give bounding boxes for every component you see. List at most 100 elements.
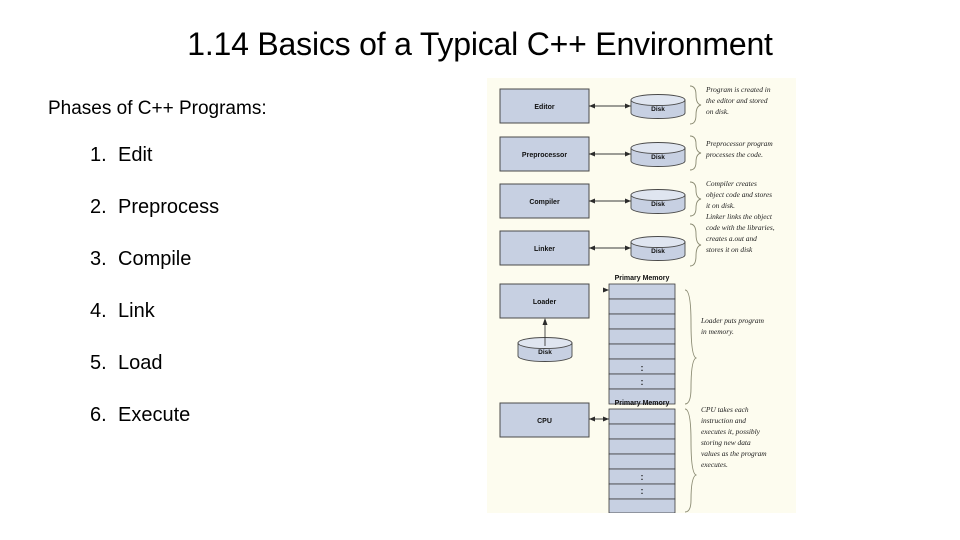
annotation-line: creates a.out and — [706, 234, 757, 243]
arrow-head-left-icon — [589, 103, 595, 109]
annotation-line: the editor and stored — [706, 96, 768, 105]
memory-cell — [608, 438, 676, 455]
stage-cpu: CPU Primary Memory : : CPU takes each in… — [499, 400, 767, 513]
preprocessor-box-label: Preprocessor — [522, 152, 567, 159]
brace-icon — [689, 223, 702, 267]
primary-memory-title: Primary Memory — [615, 400, 670, 407]
editor-box — [499, 88, 590, 124]
arrow-head-left-icon — [589, 151, 595, 157]
memory-ellipsis: : — [641, 472, 644, 482]
list-item: 4. Link — [48, 299, 448, 323]
annotation-line: instruction and — [701, 416, 746, 425]
disk-label: Disk — [651, 248, 665, 255]
annotation-line: Loader puts program — [700, 316, 765, 325]
annotation-line: storing new data — [701, 438, 751, 447]
memory-cell — [608, 313, 676, 330]
preprocessor-box — [499, 136, 590, 172]
annotation-line: object code and stores — [706, 190, 772, 199]
disk-icon: Disk — [630, 142, 686, 167]
disk-icon: Disk — [630, 236, 686, 261]
phase-list: 1. Edit 2. Preprocess 3. Compile 4. Link… — [48, 143, 448, 427]
list-item-label: Link — [118, 299, 155, 322]
annotation-line: CPU takes each — [701, 405, 749, 414]
list-item-label: Execute — [118, 403, 191, 426]
memory-cell — [608, 298, 676, 315]
linker-box — [499, 230, 590, 266]
cpu-box — [499, 402, 590, 438]
compiler-box-label: Compiler — [529, 199, 560, 206]
list-item: 2. Preprocess — [48, 195, 448, 219]
memory-ellipsis: : — [641, 486, 644, 496]
primary-memory-grid: : : — [608, 408, 676, 513]
phases-heading: Phases of C++ Programs: — [48, 98, 267, 119]
arrow-head-left-icon — [589, 198, 595, 204]
annotation-line: in memory. — [701, 327, 734, 336]
annotation-line: executes it, possibly — [701, 427, 761, 436]
annotation-line: on disk. — [706, 107, 729, 116]
arrow-head-left-icon — [589, 245, 595, 251]
brace-icon — [689, 135, 702, 171]
brace-icon — [684, 408, 698, 513]
disk-label: Disk — [651, 201, 665, 208]
annotation-line: Preprocessor program — [705, 139, 773, 148]
annotation-line: executes. — [701, 460, 728, 469]
primary-memory-grid: : : — [608, 283, 676, 405]
annotation-line: it on disk. — [706, 201, 735, 210]
annotation-line: Linker links the object — [705, 212, 773, 221]
memory-cell — [608, 388, 676, 405]
stage-linker: Linker Disk Linker links the object code… — [499, 212, 775, 267]
arrow-head-left-icon — [603, 287, 609, 293]
arrow-head-right-icon — [625, 103, 631, 109]
primary-memory-title: Primary Memory — [615, 275, 670, 282]
list-item-number: 5. — [90, 351, 107, 374]
phases-text-column: Phases of C++ Programs: 1. Edit 2. Prepr… — [48, 98, 448, 455]
arrow-head-up-icon — [542, 318, 548, 325]
list-item-number: 4. — [90, 299, 107, 322]
list-item-label: Compile — [118, 247, 192, 270]
brace-icon — [689, 85, 702, 125]
brace-icon — [684, 289, 698, 405]
arrow-head-left-icon — [589, 416, 595, 422]
cpp-environment-diagram: Editor Disk Program is created in the ed… — [487, 78, 796, 513]
disk-icon: Disk — [630, 94, 686, 119]
stage-loader: Loader Disk Primary Memory : — [499, 275, 765, 405]
arrow-head-right-icon — [625, 245, 631, 251]
list-item-label: Load — [118, 351, 163, 374]
memory-cell — [608, 283, 676, 300]
compiler-box — [499, 183, 590, 219]
stage-preprocessor: Preprocessor Disk Preprocessor program p… — [499, 135, 773, 172]
memory-cell — [608, 453, 676, 470]
list-item-number: 2. — [90, 195, 107, 218]
linker-box-label: Linker — [534, 246, 555, 253]
arrow-head-right-icon — [625, 198, 631, 204]
editor-box-label: Editor — [534, 104, 554, 111]
disk-label: Disk — [651, 154, 665, 161]
list-item: 6. Execute — [48, 403, 448, 427]
memory-ellipsis: : — [641, 363, 644, 373]
list-item-number: 6. — [90, 403, 107, 426]
brace-icon — [689, 181, 702, 217]
memory-cell — [608, 423, 676, 440]
annotation-line: values as the program — [701, 449, 767, 458]
annotation-line: code with the libraries, — [706, 223, 775, 232]
page-title: 1.14 Basics of a Typical C++ Environment — [187, 26, 773, 62]
annotation-line: processes the code. — [705, 150, 763, 159]
list-item: 5. Load — [48, 351, 448, 375]
disk-icon: Disk — [630, 189, 686, 214]
list-item: 1. Edit — [48, 143, 448, 167]
list-item-label: Edit — [118, 143, 153, 166]
memory-cell — [608, 328, 676, 345]
list-item: 3. Compile — [48, 247, 448, 271]
disk-label: Disk — [538, 349, 552, 356]
arrow-head-right-icon — [603, 416, 609, 422]
memory-cell — [608, 498, 676, 513]
loader-box — [499, 283, 590, 319]
memory-ellipsis: : — [641, 377, 644, 387]
memory-cell — [608, 408, 676, 425]
diagram-canvas: Editor Disk Program is created in the ed… — [499, 85, 775, 513]
loader-box-label: Loader — [533, 299, 557, 306]
stage-compiler: Compiler Disk Compiler creates object co… — [499, 179, 772, 219]
cpu-box-label: CPU — [537, 418, 552, 425]
stage-editor: Editor Disk Program is created in the ed… — [499, 85, 771, 125]
annotation-line: Compiler creates — [706, 179, 757, 188]
